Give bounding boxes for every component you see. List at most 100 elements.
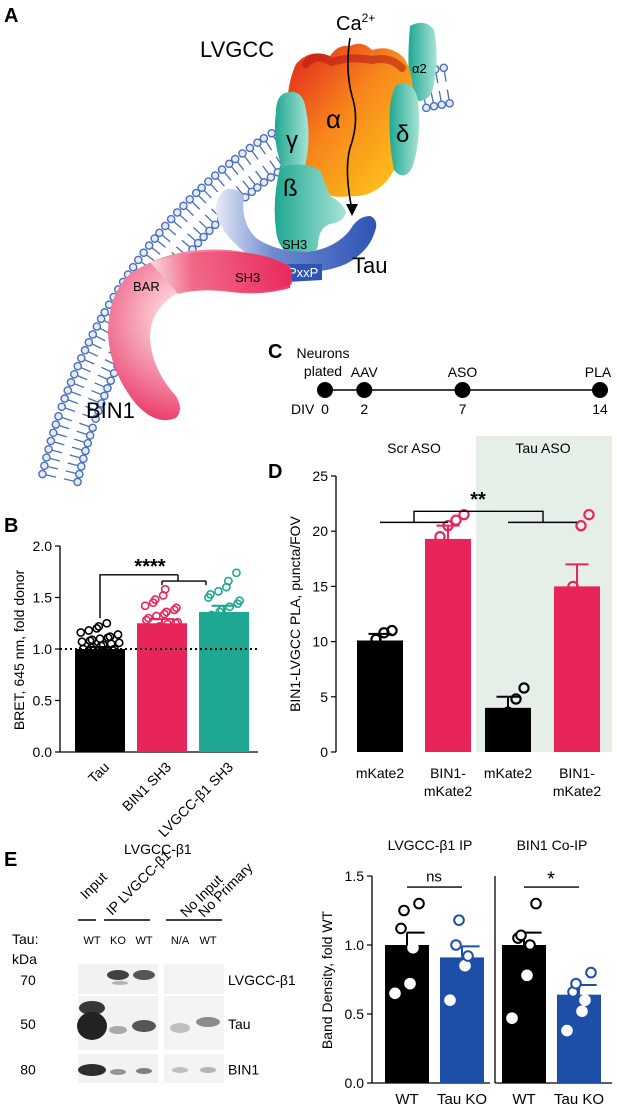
- y-tick-label: 0.5: [345, 1006, 365, 1022]
- div-label: DIV: [291, 401, 315, 417]
- data-point: [105, 632, 115, 642]
- data-point: [223, 576, 233, 586]
- data-point: [576, 1005, 588, 1018]
- lipid-head: [210, 220, 220, 230]
- lipid-head: [139, 248, 148, 258]
- sub-title: LVGCC-β1 IP: [388, 837, 473, 853]
- data-point: [579, 994, 591, 1007]
- data-point: [398, 904, 410, 917]
- delta-subunit: [389, 83, 420, 176]
- data-point: [91, 656, 100, 666]
- bin1-sh3-label: SH3: [235, 270, 260, 285]
- y-tick-label: 1.0: [345, 937, 365, 953]
- y-tick-label: 0.0: [345, 1075, 365, 1091]
- timeline-event-label: ASO: [448, 364, 478, 380]
- lipid-head: [42, 453, 51, 462]
- data-point: [104, 665, 114, 674]
- data-point: [145, 625, 154, 634]
- chart-d-y-label: BIN1-LVGCC PLA, puncta/FOV: [287, 515, 303, 711]
- data-point: [450, 939, 462, 951]
- bin1-label: BIN1: [86, 398, 135, 423]
- lane-label: WT: [135, 935, 152, 947]
- lipid-head: [252, 183, 262, 192]
- data-point: [76, 683, 86, 693]
- lipid-head: [134, 255, 143, 265]
- data-point: [226, 624, 236, 633]
- data-point: [81, 661, 90, 670]
- data-point: [174, 629, 184, 638]
- data-point: [462, 950, 474, 962]
- calcium-label: Ca2+: [336, 11, 375, 35]
- kda-label: kDa: [12, 951, 37, 967]
- sub-title: BIN1 Co-IP: [517, 837, 588, 853]
- data-point: [506, 1012, 518, 1024]
- data-point: [225, 602, 234, 612]
- x-tick-label: mKate2: [484, 765, 532, 781]
- data-point: [87, 635, 97, 645]
- lipid-head: [83, 438, 93, 448]
- lipid-head: [217, 165, 227, 174]
- data-point: [154, 642, 164, 652]
- data-point: [362, 642, 374, 654]
- bar: [385, 945, 429, 1083]
- lipid-head: [205, 226, 214, 236]
- data-point: [83, 659, 92, 668]
- blot-name: BIN1: [228, 1062, 259, 1078]
- lipid-head: [193, 238, 203, 248]
- lipid-head: [70, 369, 79, 379]
- data-point: [426, 586, 438, 598]
- band: [196, 1017, 220, 1027]
- x-tick-label: mKate2: [356, 765, 404, 781]
- lipid-head: [197, 183, 206, 193]
- kda-marker: 70: [20, 972, 36, 988]
- data-point: [84, 626, 94, 635]
- data-point: [151, 611, 161, 621]
- bar: [440, 957, 484, 1083]
- lipid-head: [80, 345, 90, 355]
- beta-subunit: [274, 164, 346, 257]
- y-tick-label: 15: [312, 578, 328, 594]
- band: [79, 1001, 105, 1015]
- alpha-label: α: [326, 104, 341, 134]
- lipid-head: [106, 376, 116, 385]
- data-point: [169, 605, 179, 615]
- lipid-head: [97, 399, 106, 408]
- significance-bracket: [99, 574, 207, 619]
- bar: [199, 611, 249, 752]
- beta-sh3-label: SH3: [282, 237, 307, 252]
- lipid-head: [96, 314, 106, 324]
- lipid-head: [179, 201, 188, 211]
- lipid-head: [429, 101, 439, 111]
- data-point: [156, 637, 166, 647]
- lipid-head: [437, 100, 447, 109]
- lipid-head: [100, 308, 109, 317]
- bar: [357, 640, 403, 752]
- data-point: [161, 607, 171, 617]
- pxxp-label: PxxP: [288, 265, 318, 280]
- lipid-head: [73, 361, 83, 371]
- y-tick-label: 0.0: [33, 744, 53, 760]
- lipid-head: [185, 195, 195, 204]
- data-point: [94, 621, 104, 631]
- data-point: [524, 939, 536, 951]
- lipid-head: [266, 172, 276, 182]
- lipid-head: [88, 423, 97, 433]
- tau-label: Tau: [352, 253, 387, 278]
- lipid-head: [44, 444, 53, 454]
- data-point: [389, 987, 401, 1000]
- lipid-head: [85, 431, 95, 440]
- data-point: [213, 586, 223, 596]
- data-point: [112, 663, 122, 672]
- x-tick-label: WT: [395, 1091, 418, 1108]
- data-point: [138, 659, 148, 668]
- data-point: [143, 627, 152, 636]
- kda-marker: 50: [20, 1016, 36, 1032]
- lipid-head: [103, 383, 112, 393]
- gamma-label: γ: [286, 127, 298, 154]
- band: [133, 970, 155, 980]
- significance-label: ns: [426, 869, 442, 886]
- lipid-head: [54, 412, 63, 421]
